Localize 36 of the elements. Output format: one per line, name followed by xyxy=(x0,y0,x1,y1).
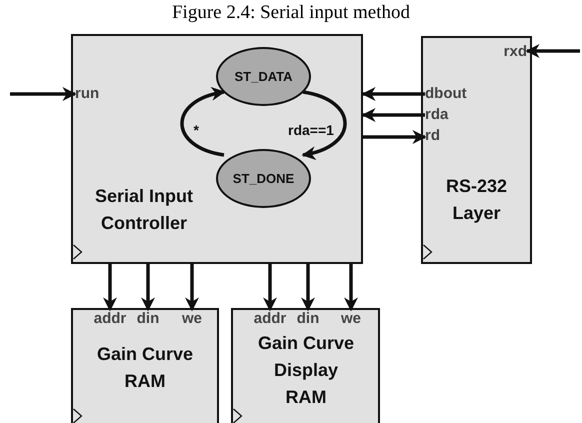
module-box xyxy=(421,36,532,264)
transition-arrow xyxy=(302,90,347,160)
edge-label: rda==1 xyxy=(287,122,335,138)
module-box xyxy=(231,308,380,423)
port-label: rd xyxy=(425,127,440,144)
port-label: addr xyxy=(94,310,126,327)
port-label: we xyxy=(182,310,202,327)
figure-title: Figure 2.4: Serial input method xyxy=(170,2,411,24)
port-label: rda xyxy=(425,106,448,123)
module-name: RS-232 Layer xyxy=(444,175,508,225)
module-name: Serial Input Controller xyxy=(94,185,194,235)
module-box xyxy=(71,308,219,423)
port-label: dbout xyxy=(425,85,467,102)
signal-arrow xyxy=(344,264,358,312)
module-box xyxy=(71,34,363,264)
signal-arrow xyxy=(363,130,426,144)
module-name: Gain Curve Display RAM xyxy=(256,332,356,409)
port-label: rxd xyxy=(480,43,527,60)
signal-arrow xyxy=(103,264,117,312)
signal-arrow xyxy=(141,264,155,312)
signal-arrow xyxy=(362,108,425,122)
signal-arrow xyxy=(185,264,199,312)
signal-arrow xyxy=(526,44,580,58)
port-label: din xyxy=(136,310,160,327)
state-ellipse: ST_DONE xyxy=(216,149,311,208)
signal-arrow xyxy=(263,264,277,312)
port-label: we xyxy=(341,310,361,327)
signal-arrow xyxy=(10,87,76,101)
port-label: addr xyxy=(254,310,286,327)
signal-arrow xyxy=(301,264,315,312)
port-label: run xyxy=(75,85,100,102)
signal-arrow xyxy=(362,87,425,101)
state-ellipse: ST_DATA xyxy=(216,47,311,106)
transition-arrow xyxy=(180,88,226,157)
module-name: Gain Curve RAM xyxy=(96,343,194,393)
port-label: din xyxy=(296,310,320,327)
